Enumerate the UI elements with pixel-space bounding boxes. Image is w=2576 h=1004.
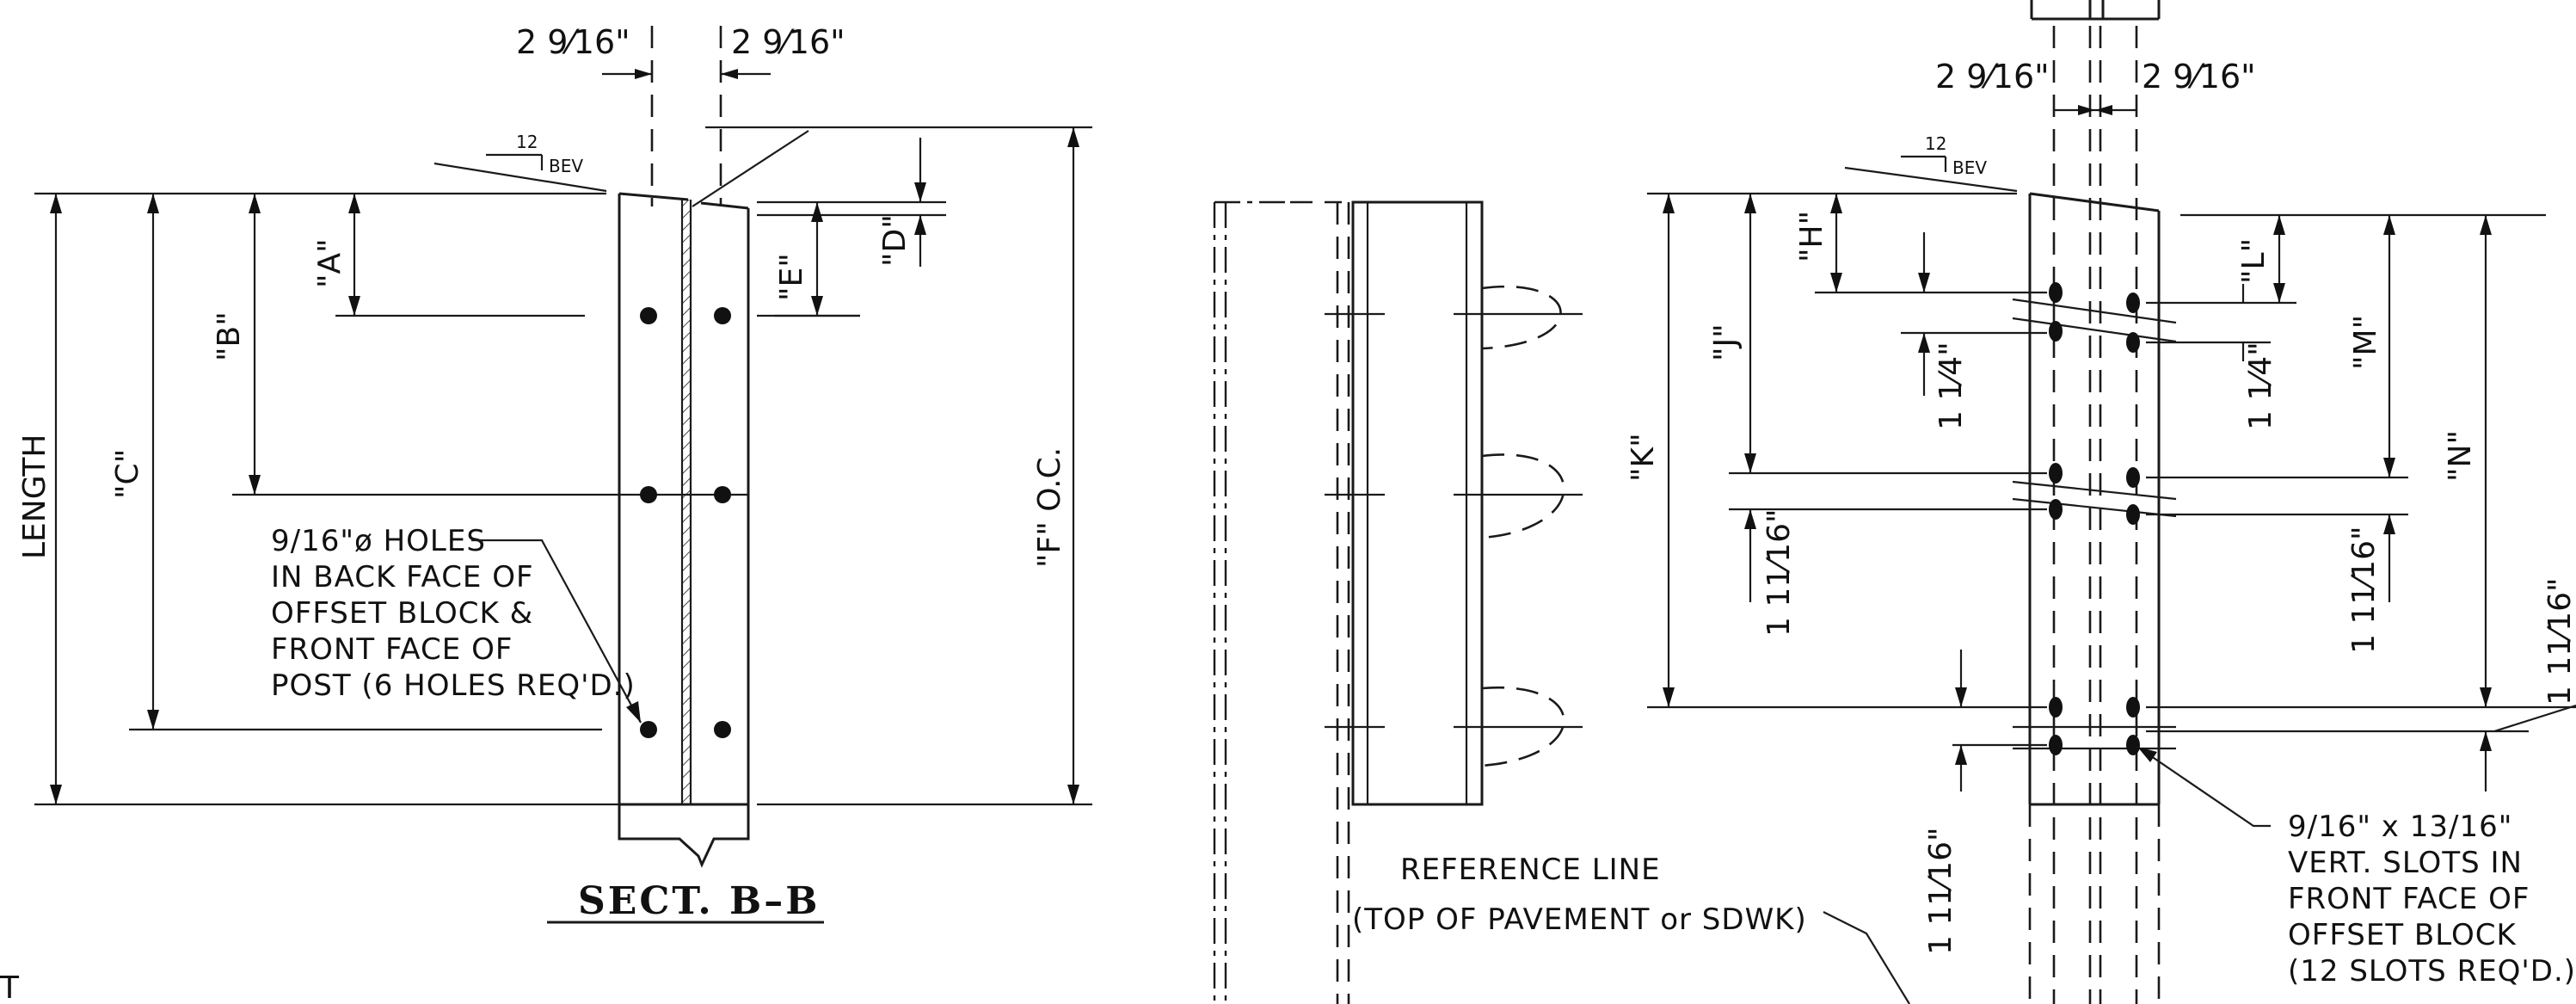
edge-fragment-text: T: [0, 970, 20, 1004]
dim-length: LENGTH: [17, 194, 62, 804]
hole-note-line: 9/16"ø HOLES: [271, 524, 486, 558]
hole-note-line: POST (6 HOLES REQ'D.): [271, 668, 636, 703]
dim-f: "F" O.C.: [1032, 127, 1079, 804]
bolt-head-outline: [1481, 453, 1565, 539]
label-1-1-4-left: 1 1⁄4": [1934, 342, 1969, 430]
label-e: "E": [774, 253, 809, 301]
holes-section-b-b: [640, 307, 731, 738]
hole: [714, 721, 731, 738]
hole: [640, 486, 657, 503]
dim-l: "L": [2236, 215, 2285, 303]
label-d: "D": [877, 214, 913, 267]
dim-c: "C": [110, 194, 159, 730]
label-1-11-16-left: 1 11⁄16": [1761, 508, 1797, 637]
dim-d: "D": [877, 138, 926, 267]
dim-2-9-16-left: 2 9⁄16": [516, 23, 630, 61]
dim-sixteenth-bottom: 1 11⁄16": [1923, 650, 1967, 955]
dim-e: "E": [774, 202, 823, 316]
slot-note-line: (12 SLOTS REQ'D.): [2288, 954, 2576, 989]
hole: [640, 307, 657, 324]
label-length: LENGTH: [17, 434, 52, 559]
dim-a: "A": [312, 194, 360, 316]
label-n: "N": [2443, 430, 2478, 482]
dim-j: "J": [1708, 194, 1756, 473]
bolt-head-outline: [1481, 686, 1565, 767]
slot-note-line: 9/16" x 13/16": [2288, 810, 2512, 844]
slot: [2126, 293, 2140, 313]
top-dim-right: 2 9⁄16": [721, 23, 845, 79]
dim-k: "K": [1626, 194, 1675, 707]
slot: [2126, 697, 2140, 718]
slot: [2126, 332, 2140, 353]
slot: [2049, 321, 2063, 342]
label-1-11-16-right: 1 11⁄16": [2346, 526, 2382, 654]
right-section: 2 9⁄16" 2 9⁄16" 12 BEV: [1626, 0, 2576, 1004]
dim-sixteenth-far: 1 11⁄16": [2480, 577, 2576, 791]
label-h: "H": [1794, 211, 1829, 262]
label-c: "C": [110, 449, 145, 499]
hole: [714, 307, 731, 324]
label-1-1-4-right: 1 1⁄4": [2243, 342, 2278, 430]
label-a: "A": [312, 238, 347, 288]
rail-block: [1351, 200, 1484, 806]
dim-2-9-16-right: 2 9⁄16": [2142, 58, 2256, 95]
right-top-dim-left: 2 9⁄16": [1935, 58, 2095, 115]
slot: [2049, 499, 2063, 520]
bevel-rise: 12: [1925, 133, 1946, 154]
dim-h: "H": [1794, 194, 1842, 293]
bevel-label: BEV: [549, 156, 583, 176]
section-b-b: 2 9⁄16" 2 9⁄16" 12 BEV: [17, 23, 1092, 924]
bolt-head-outline: [1481, 285, 1562, 350]
slot-note-line: VERT. SLOTS IN: [2288, 846, 2523, 880]
label-j: "J": [1708, 323, 1743, 361]
hole: [640, 721, 657, 738]
label-l: "L": [2236, 238, 2272, 284]
slots: [2012, 282, 2177, 755]
slot: [2126, 467, 2140, 488]
hole-note: 9/16"ø HOLES IN BACK FACE OF OFFSET BLOC…: [271, 524, 642, 724]
slot: [2049, 735, 2063, 755]
slot: [2049, 463, 2063, 484]
dim-sixteenth-right: 1 11⁄16": [2346, 514, 2395, 654]
offset-block-outline: [618, 192, 750, 806]
dim-m: "M": [2348, 215, 2395, 477]
slot: [2049, 697, 2063, 718]
right-bevel-symbol: 12 BEV: [1844, 133, 2018, 193]
hole-note-line: FRONT FACE OF: [271, 632, 513, 667]
bevel-label: BEV: [1952, 157, 1987, 178]
break-line: [618, 804, 750, 868]
reference-line-sub: (TOP OF PAVEMENT or SDWK): [1352, 902, 1807, 937]
hole: [714, 486, 731, 503]
hole-note-line: IN BACK FACE OF: [271, 560, 534, 594]
label-1-11-16-bottom: 1 11⁄16": [1923, 827, 1958, 955]
bevel-rise: 12: [516, 132, 538, 152]
dim-2-9-16-right: 2 9⁄16": [731, 23, 845, 61]
hole-note-line: OFFSET BLOCK &: [271, 596, 533, 631]
label-b: "B": [212, 311, 247, 361]
rail-profile: REFERENCE LINE (TOP OF PAVEMENT or SDWK): [1213, 200, 1910, 1004]
dim-quarter-left: 1 1⁄4": [1918, 232, 1969, 430]
top-dim-left: 2 9⁄16": [516, 23, 652, 79]
slot-note-line: FRONT FACE OF: [2288, 882, 2530, 916]
dim-sixteenth-left: 1 11⁄16": [1744, 508, 1797, 637]
dim-quarter-right: 1 1⁄4": [2241, 284, 2278, 430]
slot-note: 9/16" x 13/16" VERT. SLOTS IN FRONT FACE…: [2136, 746, 2576, 989]
dim-2-9-16-left: 2 9⁄16": [1935, 58, 2050, 95]
slot: [2049, 282, 2063, 303]
right-top-dim-right: 2 9⁄16": [2095, 58, 2256, 115]
label-1-11-16-far: 1 11⁄16": [2542, 577, 2576, 705]
dim-n: "N": [2443, 215, 2492, 707]
hatch-leader: [692, 130, 809, 207]
slot: [2126, 735, 2140, 755]
slot-note-line: OFFSET BLOCK: [2288, 918, 2517, 952]
label-m: "M": [2348, 315, 2383, 370]
slot: [2126, 504, 2140, 525]
bevel-symbol: 12 BEV: [433, 132, 607, 193]
label-k: "K": [1626, 433, 1661, 482]
reference-line-label: REFERENCE LINE: [1400, 853, 1661, 887]
section-title: SECT. B–B: [578, 879, 820, 923]
label-f-oc: "F" O.C.: [1032, 447, 1067, 568]
dim-b: "B": [212, 194, 261, 495]
